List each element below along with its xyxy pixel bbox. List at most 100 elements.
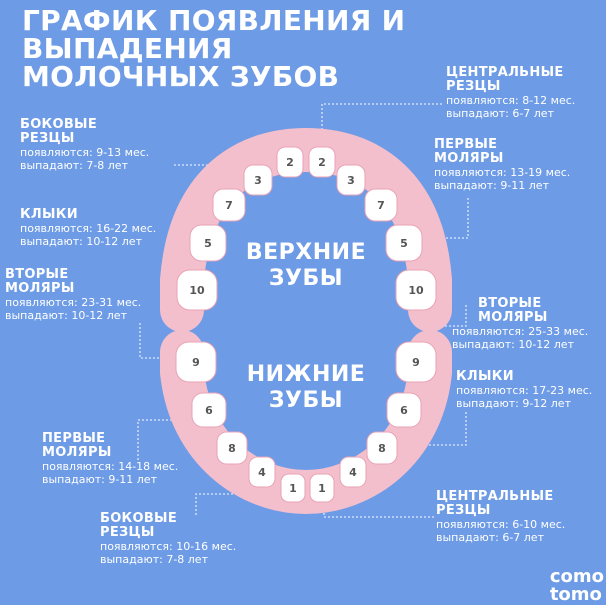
label-heading: МОЛЯРЫ: [478, 310, 548, 325]
upper-tooth: [243, 164, 273, 196]
brand-logo: como tomo: [550, 568, 604, 604]
upper-tooth-number: 3: [347, 174, 355, 187]
lower-tooth: [395, 341, 437, 383]
lower-tooth: [339, 456, 367, 488]
connector-lower-second-molars: [438, 305, 467, 327]
label-fall: выпадают: 9-12 лет: [456, 397, 571, 410]
lower-tooth-number: 8: [378, 442, 386, 455]
label-heading: ВТОРЫЕ: [478, 296, 542, 311]
label-appear: появляются: 14-18 мес.: [42, 460, 179, 473]
label-heading: РЕЗЦЫ: [100, 525, 155, 540]
label-upper-canines: КЛЫКИ появляются: 16-22 мес. выпадают: 1…: [20, 207, 157, 249]
label-lower-central-incisors: ЦЕНТРАЛЬНЫЕ РЕЗЦЫ появляются: 6-10 мес. …: [436, 489, 566, 545]
label-heading: МОЛЯРЫ: [42, 445, 112, 460]
upper-jaw-line-2: ЗУБЫ: [268, 266, 344, 291]
logo-line-2: tomo: [549, 584, 602, 605]
upper-tooth: [276, 146, 304, 178]
upper-tooth-number: 7: [225, 199, 233, 212]
label-heading: БОКОВЫЕ: [100, 511, 177, 526]
label-upper-second-molars: ВТОРЫЕ МОЛЯРЫ появляются: 23-31 мес. вып…: [5, 267, 141, 323]
label-fall: выпадают: 6-7 лет: [446, 107, 554, 120]
label-heading: ЦЕНТРАЛЬНЫЕ: [436, 489, 554, 504]
title-line-1: ГРАФИК ПОЯВЛЕНИЯ И ВЫПАДЕНИЯ: [22, 4, 406, 65]
upper-gum: [160, 127, 452, 332]
lower-tooth: [216, 431, 248, 465]
label-heading: МОЛЯРЫ: [5, 281, 75, 296]
upper-tooth-number: 3: [254, 174, 262, 187]
label-upper-central-incisors: ЦЕНТРАЛЬНЫЕ РЕЗЦЫ появляются: 8-12 мес. …: [446, 65, 575, 121]
label-appear: появляются: 13-19 мес.: [434, 166, 571, 179]
lower-tooth: [175, 341, 217, 383]
logo-line-1: como: [549, 566, 604, 587]
label-heading: ЦЕНТРАЛЬНЫЕ: [446, 65, 564, 80]
label-heading: КЛЫКИ: [456, 369, 514, 384]
label-upper-lateral-incisors: БОКОВЫЕ РЕЗЦЫ появляются: 9-13 мес. выпа…: [20, 117, 150, 173]
lower-tooth-number: 8: [228, 442, 236, 455]
label-appear: появляются: 16-22 мес.: [20, 222, 157, 235]
connector-upper-first-molars: [428, 198, 469, 239]
lower-tooth: [366, 431, 398, 465]
label-fall: выпадают: 9-11 лет: [42, 473, 157, 486]
label-upper-first-molars: ПЕРВЫЕ МОЛЯРЫ появляются: 13-19 мес. вып…: [434, 137, 571, 193]
upper-tooth: [336, 164, 366, 196]
lower-jaw-line-1: НИЖНИЕ: [246, 362, 366, 387]
label-lower-lateral-incisors: БОКОВЫЕ РЕЗЦЫ появляются: 10-16 мес. вып…: [100, 511, 237, 567]
upper-tooth-number: 10: [189, 284, 205, 297]
upper-jaw-label: ВЕРХНИЕ ЗУБЫ: [236, 240, 376, 292]
lower-tooth-number: 4: [349, 466, 357, 479]
upper-tooth-number: 5: [400, 237, 408, 250]
upper-tooth-number: 2: [286, 156, 294, 169]
lower-jaw-line-2: ЗУБЫ: [268, 388, 344, 413]
lower-tooth: [191, 392, 227, 428]
label-fall: выпадают: 9-11 лет: [434, 179, 549, 192]
label-appear: появляются: 17-23 мес.: [456, 384, 593, 397]
lower-tooth-number: 6: [205, 404, 213, 417]
upper-tooth-number: 10: [408, 284, 424, 297]
label-lower-second-molars: ВТОРЫЕ МОЛЯРЫ появляются: 25-33 мес. вып…: [452, 296, 589, 352]
label-fall: выпадают: 7-8 лет: [20, 159, 128, 172]
lower-tooth-number: 4: [258, 466, 266, 479]
connector-upper-central: [321, 103, 442, 150]
lower-tooth-number: 1: [318, 482, 326, 495]
upper-tooth-number: 5: [204, 237, 212, 250]
upper-tooth: [385, 224, 423, 262]
lower-jaw-label: НИЖНИЕ ЗУБЫ: [236, 362, 376, 414]
upper-tooth-number: 2: [318, 156, 326, 169]
upper-tooth: [395, 269, 437, 311]
upper-tooth: [189, 224, 227, 262]
label-lower-first-molars: ПЕРВЫЕ МОЛЯРЫ появляются: 14-18 мес. вып…: [42, 431, 179, 487]
label-fall: выпадают: 10-12 лет: [452, 338, 574, 351]
label-appear: появляются: 9-13 мес.: [20, 146, 150, 159]
upper-jaw-line-1: ВЕРХНИЕ: [245, 240, 367, 265]
label-heading: ВТОРЫЕ: [5, 267, 69, 282]
upper-tooth: [308, 146, 336, 178]
label-fall: выпадают: 10-12 лет: [20, 235, 142, 248]
label-lower-canines: КЛЫКИ появляются: 17-23 мес. выпадают: 9…: [456, 369, 593, 411]
upper-tooth: [212, 188, 246, 222]
lower-tooth: [280, 473, 306, 503]
label-heading: КЛЫКИ: [20, 207, 78, 222]
label-heading: БОКОВЫЕ: [20, 117, 97, 132]
label-appear: появляются: 6-10 мес.: [436, 518, 566, 531]
upper-tooth: [364, 188, 398, 222]
upper-tooth: [176, 269, 218, 311]
title-line-2: МОЛОЧНЫХ ЗУБОВ: [22, 60, 340, 93]
label-appear: появляются: 25-33 мес.: [452, 325, 589, 338]
lower-tooth-number: 9: [192, 356, 200, 369]
lower-tooth-number: 1: [289, 482, 297, 495]
label-heading: ПЕРВЫЕ: [434, 137, 498, 152]
label-heading: РЕЗЦЫ: [20, 131, 75, 146]
label-heading: ПЕРВЫЕ: [42, 431, 106, 446]
label-appear: появляются: 10-16 мес.: [100, 540, 237, 553]
label-heading: РЕЗЦЫ: [436, 503, 491, 518]
lower-tooth: [386, 392, 422, 428]
label-heading: РЕЗЦЫ: [446, 79, 501, 94]
label-fall: выпадают: 6-7 лет: [436, 531, 544, 544]
label-fall: выпадают: 10-12 лет: [5, 309, 127, 322]
label-heading: МОЛЯРЫ: [434, 151, 504, 166]
connector-lower-canines: [408, 412, 467, 446]
